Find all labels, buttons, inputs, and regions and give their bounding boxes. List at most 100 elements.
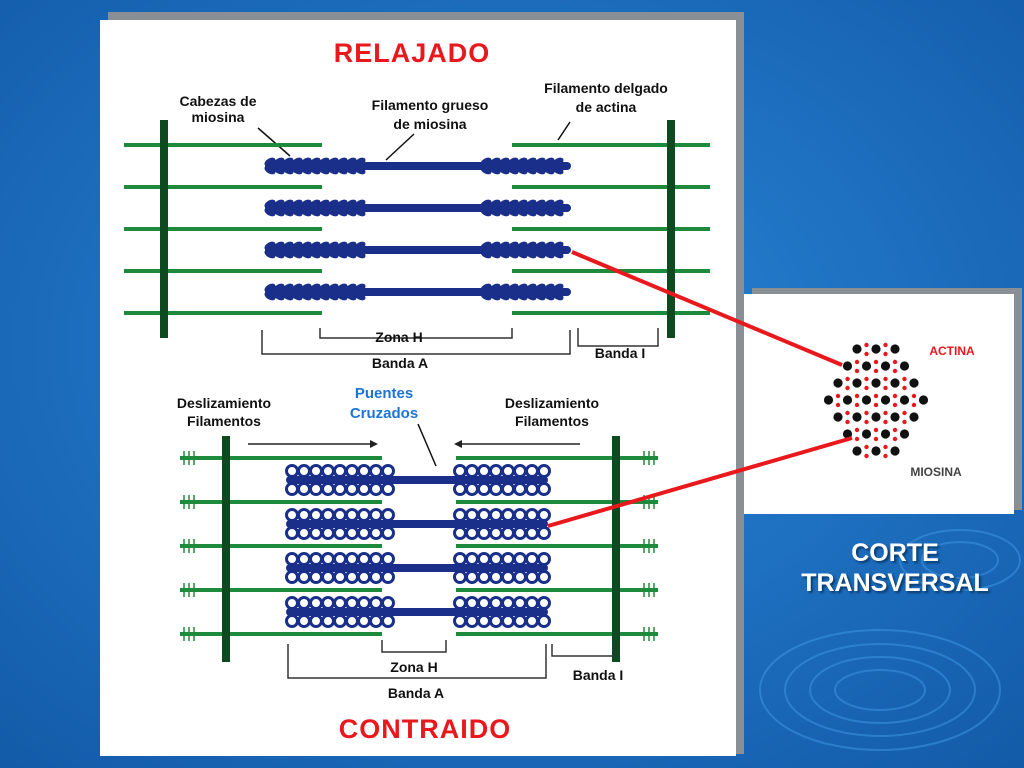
myosin-head: [336, 291, 348, 301]
myosin-head: [498, 207, 510, 217]
myosin-head: [345, 283, 357, 293]
myosin-head: [534, 165, 546, 175]
cross-bridge: [345, 526, 359, 540]
cross-bridge: [489, 596, 503, 610]
cross-bridge: [465, 570, 479, 584]
myosin-head: [273, 249, 285, 259]
cross-bridge: [501, 482, 515, 496]
myosin-dot: [899, 429, 910, 439]
myosin-head: [345, 165, 357, 175]
myosin-head: [309, 157, 321, 167]
actin-dot: [845, 376, 850, 382]
myosin-head: [300, 165, 312, 175]
myosin-head: [282, 241, 294, 251]
myosin-dot: [871, 446, 881, 456]
cross-bridge: [465, 508, 479, 522]
myosin-dot: [880, 361, 891, 371]
cross-bridge: [345, 596, 359, 610]
myosin-head: [291, 157, 303, 167]
myosin-head: [264, 207, 276, 217]
cross-bridge: [477, 570, 491, 584]
myosin-dot: [833, 412, 843, 422]
cross-bridge: [309, 570, 323, 584]
actin-dot: [892, 368, 898, 374]
myosin-head: [291, 207, 303, 217]
cross-bridge: [453, 508, 467, 522]
cross-bridge: [477, 464, 491, 478]
myosin-head: [480, 291, 492, 301]
cross-bridge: [501, 614, 515, 628]
actin-dot: [892, 436, 898, 442]
myosin-head: [534, 157, 546, 167]
cross-bridge: [369, 526, 383, 540]
myosin-head: [543, 165, 555, 175]
cross-bridge: [321, 526, 335, 540]
connector-contracted-to-section: [547, 436, 853, 528]
myosin-head: [534, 283, 546, 293]
cross-bridge: [321, 508, 335, 522]
myosin-head: [300, 241, 312, 251]
myosin-head: [309, 241, 321, 251]
banda-i-bracket-contracted: [551, 644, 615, 657]
cross-bridge: [381, 526, 395, 540]
myosin-head: [282, 199, 294, 209]
myosin-head: [516, 199, 528, 209]
myosin-head: [282, 291, 294, 301]
myosin-head: [336, 283, 348, 293]
myosin-head: [291, 199, 303, 209]
myosin-head: [480, 249, 492, 259]
myosin-head: [552, 249, 564, 259]
cross-bridge: [309, 482, 323, 496]
myosin-dot: [861, 429, 872, 439]
cross-bridge: [501, 508, 515, 522]
myosin-head: [264, 241, 276, 251]
myosin-head: [327, 249, 339, 259]
myosin-head: [300, 157, 312, 167]
actin-dot: [902, 385, 907, 391]
cross-bridge: [513, 482, 527, 496]
myosin-head: [543, 241, 555, 251]
cross-bridge: [381, 552, 395, 566]
myosin-head: [507, 249, 519, 259]
cross-bridge: [525, 464, 539, 478]
cross-bridge: [285, 464, 299, 478]
cross-bridge: [309, 464, 323, 478]
actin-dot: [864, 444, 869, 450]
actin-dot: [883, 351, 888, 357]
myosin-head: [345, 207, 357, 217]
myosin-head: [489, 283, 501, 293]
actin-dot: [864, 342, 869, 348]
actin-dot: [854, 402, 860, 408]
banda-a-bracket: [261, 330, 571, 355]
cross-bridge: [477, 596, 491, 610]
myosin-head: [552, 241, 564, 251]
myosin-head: [498, 199, 510, 209]
cross-bridge: [537, 570, 551, 584]
myosin-head: [309, 207, 321, 217]
myosin-dot: [861, 361, 872, 371]
myosin-head: [489, 291, 501, 301]
cross-bridge: [513, 552, 527, 566]
myosin-thick-filament: [286, 608, 548, 616]
myosin-head: [354, 199, 366, 209]
actin-dot: [854, 393, 860, 399]
myosin-head: [525, 291, 537, 301]
zona-h-label: Zona H: [375, 329, 422, 345]
myosin-head: [552, 157, 564, 167]
myosin-head: [264, 199, 276, 209]
cross-bridge: [321, 596, 335, 610]
cross-bridge: [525, 614, 539, 628]
cross-bridge: [285, 552, 299, 566]
myosin-dot: [880, 429, 891, 439]
cross-bridge: [285, 570, 299, 584]
cross-bridge: [345, 570, 359, 584]
cross-section-diagram: ACTINA MIOSINA: [823, 342, 975, 479]
myosin-dot: [852, 378, 862, 388]
myosin-head: [507, 199, 519, 209]
contracted-brackets: [287, 640, 615, 679]
actin-dot: [845, 410, 850, 416]
actin-dot: [835, 402, 841, 408]
myosin-dot: [918, 395, 929, 405]
cross-bridge: [357, 464, 371, 478]
